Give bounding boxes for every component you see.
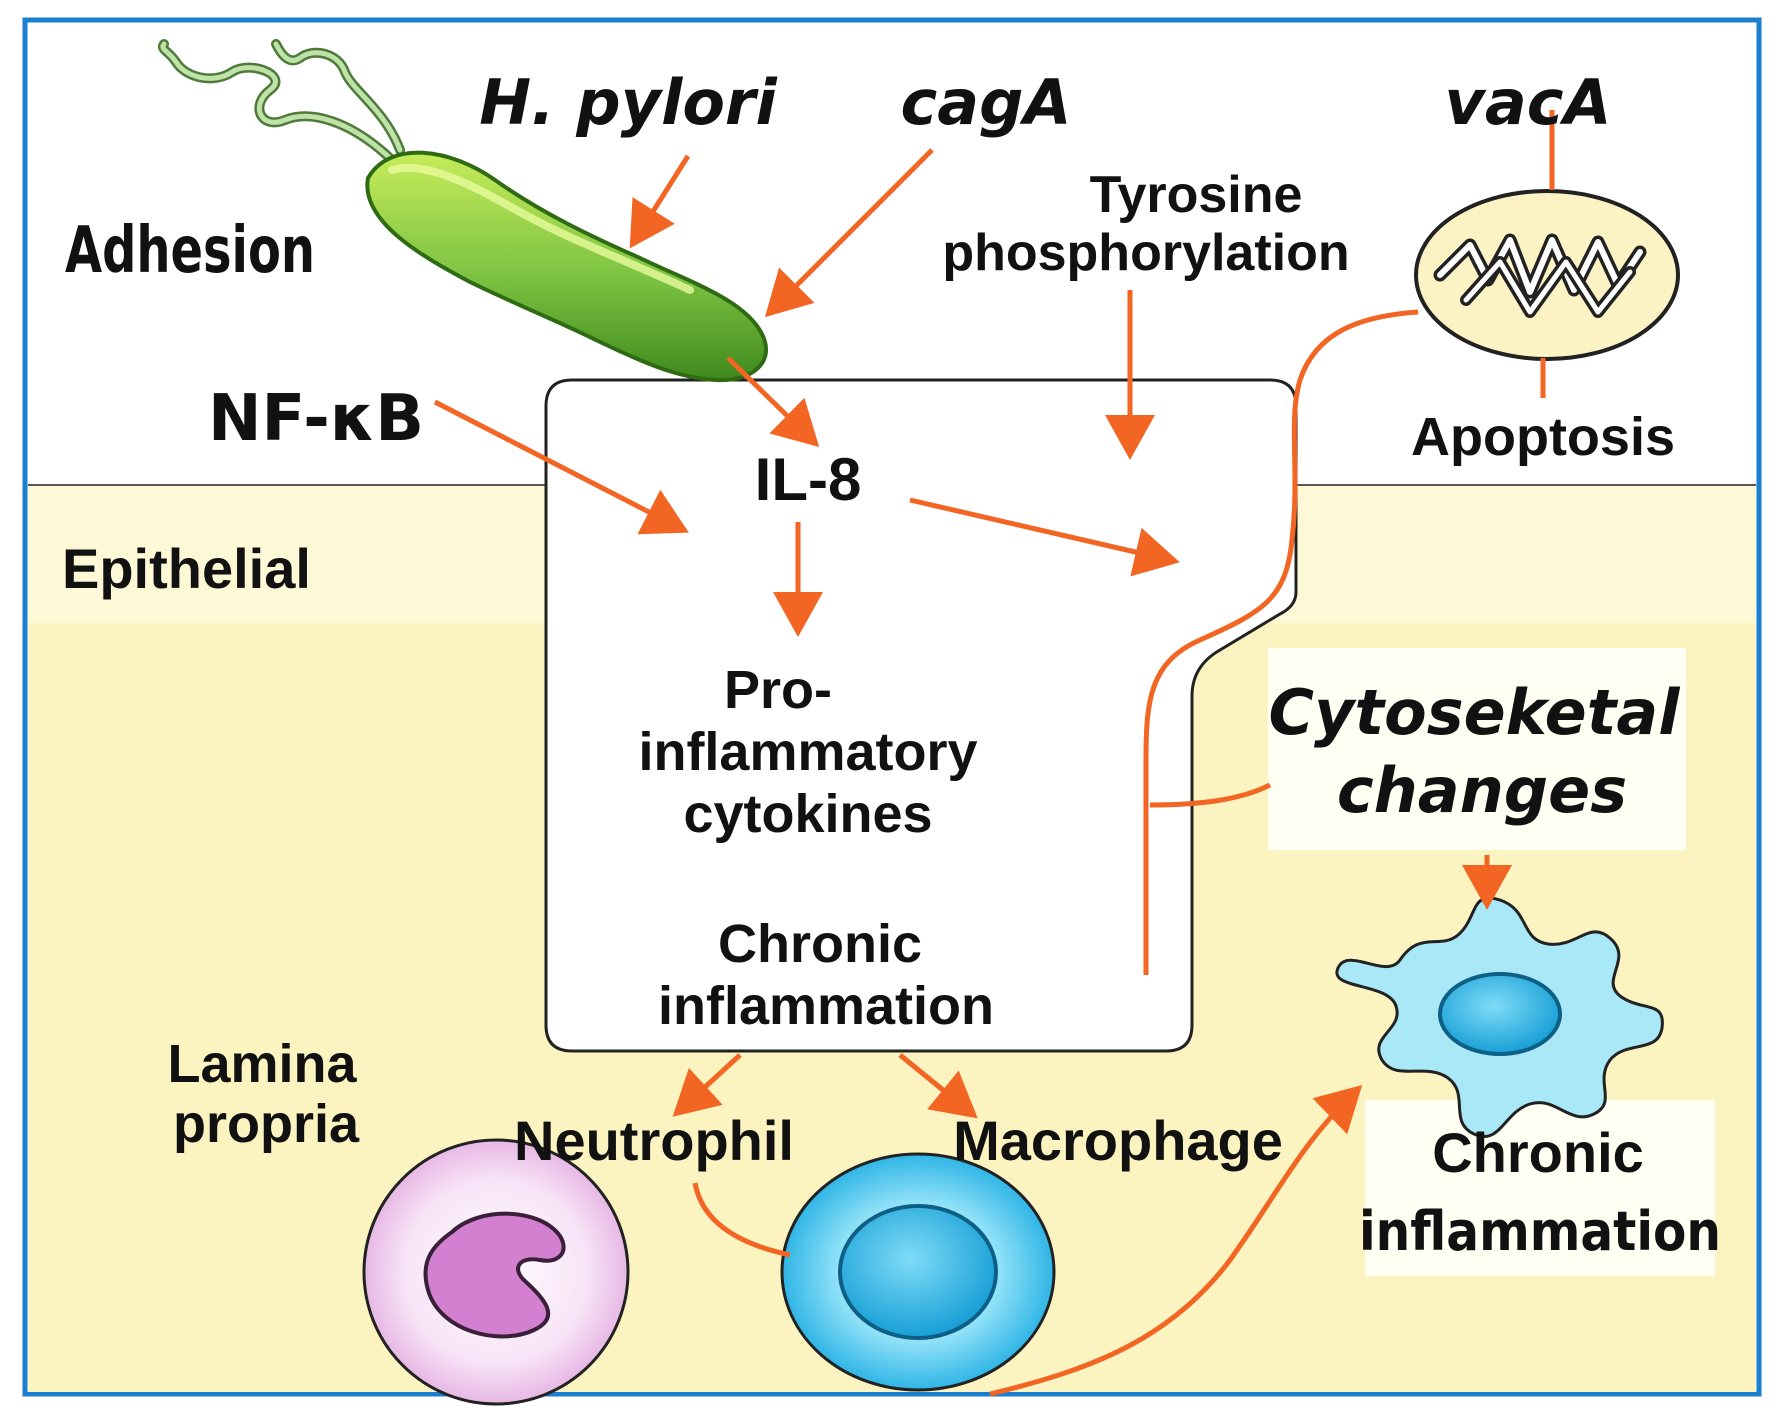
mitochondrion-to-cell-line	[1143, 309, 1419, 975]
arrow-bacterium-to-il8	[726, 356, 820, 447]
label-inflammation-inner: inflammation	[658, 976, 994, 1036]
neutrophil-cell-icon	[362, 1138, 630, 1406]
arrow-hpylori-to-bacterium	[629, 154, 691, 249]
chronic-label-panel	[1365, 1100, 1715, 1276]
label-caga: cagA	[901, 66, 1072, 139]
label-inflammatory: inflammatory	[638, 722, 977, 782]
arrow-cell-to-macrophage	[898, 1053, 978, 1119]
label-cytoskeletal-1: Cytoseketal	[1269, 676, 1681, 749]
label-apoptosis: Apoptosis	[1411, 407, 1675, 467]
label-adhesion: Adhesion	[65, 214, 315, 288]
label-macrophage: Macrophage	[953, 1109, 1283, 1172]
label-vaca: vacA	[1445, 66, 1612, 139]
neutrophil-macrophage-link	[692, 1182, 791, 1258]
label-propria: propria	[173, 1094, 360, 1154]
mitochondrion-icon	[1414, 189, 1680, 361]
label-tyrosine: Tyrosine	[1090, 166, 1303, 224]
label-cytokines: cytokines	[683, 784, 932, 844]
arrow-il8-right	[909, 497, 1180, 577]
label-phosphorylation: phosphorylation	[942, 224, 1349, 282]
helicobacter-bacterium-icon	[158, 39, 769, 383]
label-nfkb: NF-κB	[208, 382, 424, 456]
arrow-cell-to-neutrophil	[672, 1053, 742, 1117]
label-chronic-inner: Chronic	[718, 914, 922, 974]
label-inflammation-right: inflammation	[1359, 1200, 1721, 1263]
pathway-arrows	[433, 110, 1555, 1397]
label-neutrophil: Neutrophil	[514, 1109, 794, 1172]
label-epithelial: Epithelial	[62, 537, 311, 600]
cytoskeletal-connector-line	[1149, 782, 1272, 808]
label-il8: IL-8	[755, 446, 862, 513]
label-h-pylori: H. pylori	[479, 66, 777, 139]
label-lamina: Lamina	[167, 1034, 357, 1094]
macrophage-cell-icon	[780, 1152, 1056, 1392]
label-cytoskeletal-2: changes	[1337, 754, 1627, 827]
arrow-bottom-to-dendritic	[989, 1085, 1363, 1397]
cytoskeletal-label-panel	[1268, 648, 1686, 850]
arrow-nfkb-to-il8	[433, 399, 689, 535]
arrow-caga-to-bacterium	[764, 148, 934, 318]
label-pro: Pro-	[724, 660, 832, 720]
label-chronic-right: Chronic	[1432, 1121, 1644, 1184]
dendritic-cell-icon	[1335, 896, 1664, 1138]
